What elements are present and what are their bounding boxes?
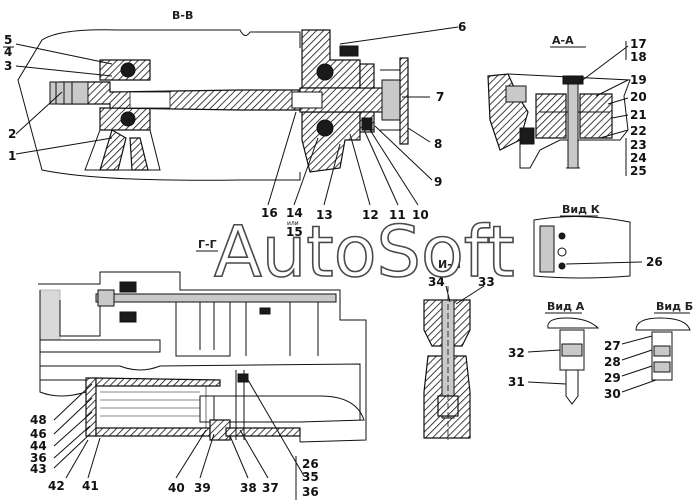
callout-41: 41 xyxy=(82,479,99,493)
callout-33: 33 xyxy=(478,275,495,289)
callout-46: 46 xyxy=(30,427,47,441)
callout-23: 23 xyxy=(630,138,647,152)
callout-40: 40 xyxy=(168,481,185,495)
watermark: AutoSoft xyxy=(214,211,515,293)
callout-29: 29 xyxy=(604,371,621,385)
callout-15: 15 xyxy=(286,225,303,239)
callout-9: 9 xyxy=(434,175,442,189)
view-title-g-g: Г-Г xyxy=(198,238,217,251)
view-title-b: Вид Б xyxy=(656,300,693,313)
callout-42: 42 xyxy=(48,479,65,493)
callout-17: 17 xyxy=(630,37,647,51)
callout-3: 3 xyxy=(4,59,12,73)
callout-28: 28 xyxy=(604,355,621,369)
callout-32: 32 xyxy=(508,346,525,360)
callout-44: 44 xyxy=(30,439,47,453)
section-i-i: И-И 34 33 xyxy=(423,258,495,440)
callout-10: 10 xyxy=(412,208,429,222)
view-k: Вид К 26 xyxy=(533,203,663,279)
callout-24: 24 xyxy=(630,151,647,165)
callout-19: 19 xyxy=(630,73,647,87)
view-title-a: Вид А xyxy=(547,300,585,313)
section-b-b: В-В xyxy=(3,9,466,239)
callout-1: 1 xyxy=(8,149,16,163)
callout-30: 30 xyxy=(604,387,621,401)
callout-39: 39 xyxy=(194,481,211,495)
callout-16: 16 xyxy=(261,206,278,220)
callout-21: 21 xyxy=(630,108,647,122)
callout-5: 5 xyxy=(4,33,12,47)
callout-22: 22 xyxy=(630,124,647,138)
callout-37: 37 xyxy=(262,481,279,495)
callout-8: 8 xyxy=(434,137,442,151)
view-title-i-i: И-И xyxy=(438,258,461,271)
view-a: Вид А 32 31 xyxy=(508,300,600,405)
callout-36: 36 xyxy=(30,451,47,465)
section-a-a: А-А 17 18 19 20 21 22 23 24 25 xyxy=(487,34,647,178)
callout-35: 35 xyxy=(302,470,319,484)
callout-36b: 36 xyxy=(302,485,319,499)
callout-7: 7 xyxy=(436,90,444,104)
callout-26: 26 xyxy=(646,255,663,269)
callout-4: 4 xyxy=(4,45,12,59)
callout-26b: 26 xyxy=(302,457,319,471)
callout-20: 20 xyxy=(630,90,647,104)
callout-48: 48 xyxy=(30,413,47,427)
callout-14-or: или xyxy=(287,220,299,227)
callout-2: 2 xyxy=(8,127,16,141)
callout-12: 12 xyxy=(362,208,379,222)
view-b: Вид Б 27 28 29 30 xyxy=(604,300,693,401)
callout-6: 6 xyxy=(458,20,466,34)
callout-31: 31 xyxy=(508,375,525,389)
callout-14: 14 xyxy=(286,206,303,220)
view-title-b-b: В-В xyxy=(172,9,193,22)
section-g-g: Г-Г xyxy=(30,238,367,500)
callout-25: 25 xyxy=(630,164,647,178)
view-title-k: Вид К xyxy=(562,203,600,216)
callout-18: 18 xyxy=(630,50,647,64)
callout-34: 34 xyxy=(428,275,445,289)
view-title-a-a: А-А xyxy=(552,34,574,47)
callout-27: 27 xyxy=(604,339,621,353)
callout-11: 11 xyxy=(389,208,406,222)
callout-43: 43 xyxy=(30,462,47,476)
callout-13: 13 xyxy=(316,208,333,222)
callout-38: 38 xyxy=(240,481,257,495)
